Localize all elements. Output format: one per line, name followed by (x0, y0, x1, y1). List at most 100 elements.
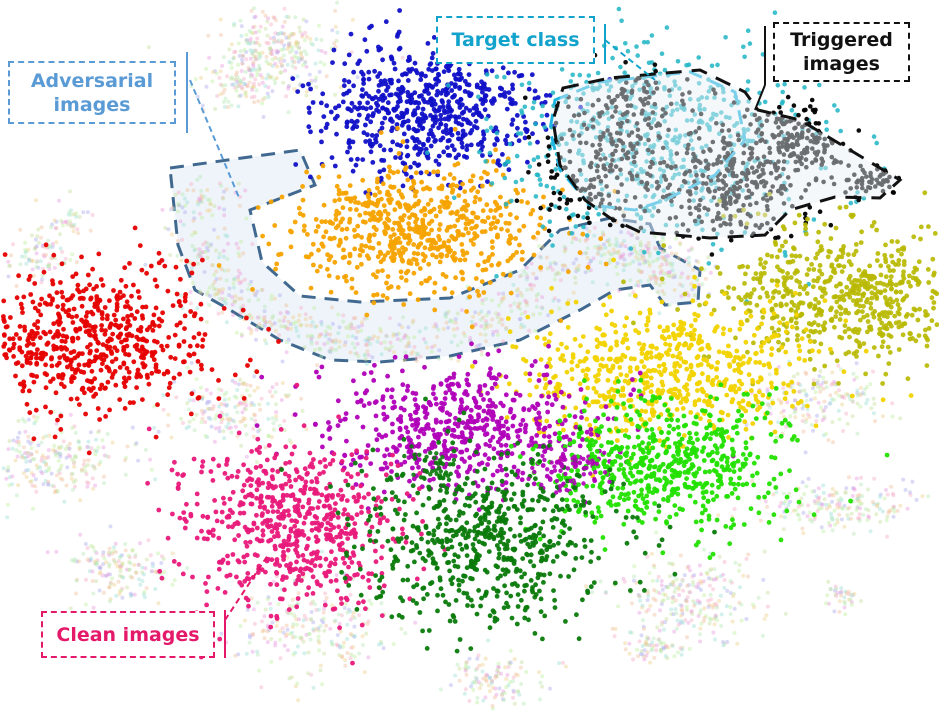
scatter-point (253, 40, 258, 45)
scatter-point (399, 110, 405, 116)
scatter-point (359, 69, 364, 75)
scatter-point (385, 173, 391, 179)
scatter-point (43, 469, 48, 474)
scatter-point (667, 574, 672, 579)
scatter-point (324, 74, 329, 79)
scatter-point (786, 502, 791, 507)
scatter-point (484, 202, 490, 208)
scatter-point (299, 305, 304, 310)
scatter-point (819, 525, 824, 530)
scatter-point (17, 442, 22, 447)
scatter-point (197, 289, 202, 294)
scatter-point (263, 26, 268, 31)
scatter-point (513, 672, 518, 677)
scatter-point (275, 31, 280, 36)
scatter-point (835, 505, 840, 510)
scatter-point (606, 239, 611, 244)
scatter-point (642, 626, 646, 631)
scatter-point (597, 246, 602, 251)
scatter-point (651, 596, 656, 601)
scatter-point (309, 672, 314, 677)
scatter-point (253, 49, 258, 54)
scatter-point (304, 89, 309, 94)
scatter-point (890, 401, 895, 406)
scatter-point (828, 401, 833, 406)
scatter-point (462, 78, 468, 84)
scatter-point (732, 631, 737, 635)
scatter-point (396, 222, 402, 228)
scatter-point (240, 419, 245, 423)
scatter-point (265, 597, 270, 602)
scatter-point (366, 113, 371, 119)
scatter-point (94, 449, 99, 454)
scatter-point (258, 73, 263, 77)
scatter-point (68, 454, 73, 459)
scatter-point (822, 497, 827, 502)
scatter-point (288, 228, 293, 234)
scatter-point (316, 23, 321, 28)
scatter-point (391, 258, 397, 263)
scatter-point (26, 454, 31, 459)
scatter-point (52, 443, 57, 448)
scatter-point (406, 241, 411, 246)
scatter-point (1, 466, 6, 471)
scatter-point (702, 593, 707, 598)
scatter-point (300, 197, 306, 203)
scatter-point (203, 420, 208, 424)
scatter-point (761, 577, 766, 582)
scatter-point (810, 386, 815, 391)
scatter-point (236, 181, 241, 186)
scatter-point (480, 669, 485, 674)
scatter-point (306, 124, 312, 130)
scatter-point (295, 89, 301, 94)
scatter-point (829, 511, 833, 516)
scatter-point (376, 44, 381, 50)
scatter-point (411, 270, 417, 276)
scatter-point (290, 625, 295, 629)
scatter-point (860, 494, 865, 499)
scatter-point (799, 389, 804, 393)
scatter-point (284, 35, 289, 40)
scatter-point (308, 637, 313, 642)
scatter-point (488, 226, 494, 232)
scatter-point (217, 251, 222, 256)
scatter-point (440, 129, 446, 135)
scatter-point (584, 584, 589, 589)
scatter-point (225, 256, 230, 261)
scatter-point (565, 197, 570, 202)
scatter-point (152, 404, 157, 409)
scatter-point (438, 90, 444, 96)
scatter-point (246, 41, 251, 46)
scatter-point (23, 254, 28, 259)
scatter-point (296, 56, 301, 61)
scatter-point (812, 499, 817, 504)
scatter-point (94, 551, 99, 555)
scatter-point (282, 643, 287, 648)
scatter-point (272, 15, 277, 20)
scatter-point (351, 610, 356, 615)
scatter-point (652, 655, 657, 660)
scatter-point (96, 430, 101, 435)
scatter-point (619, 230, 623, 235)
scatter-point (207, 285, 212, 290)
scatter-point (222, 268, 227, 273)
scatter-point (377, 249, 383, 255)
scatter-point (342, 640, 346, 645)
scatter-point (686, 274, 691, 279)
scatter-point (456, 114, 462, 120)
scatter-point (347, 216, 353, 222)
scatter-point (355, 75, 360, 80)
scatter-point (832, 103, 837, 108)
scatter-point (160, 554, 164, 559)
scatter-point (420, 218, 426, 224)
scatter-point (286, 86, 291, 91)
scatter-point (238, 93, 243, 98)
scatter-point (15, 454, 20, 459)
scatter-point (657, 246, 662, 251)
scatter-point (511, 688, 516, 693)
scatter-point (366, 619, 371, 624)
scatter-point (423, 326, 428, 331)
scatter-point (642, 657, 647, 662)
scatter-point (233, 85, 237, 90)
scatter-point (189, 266, 194, 271)
